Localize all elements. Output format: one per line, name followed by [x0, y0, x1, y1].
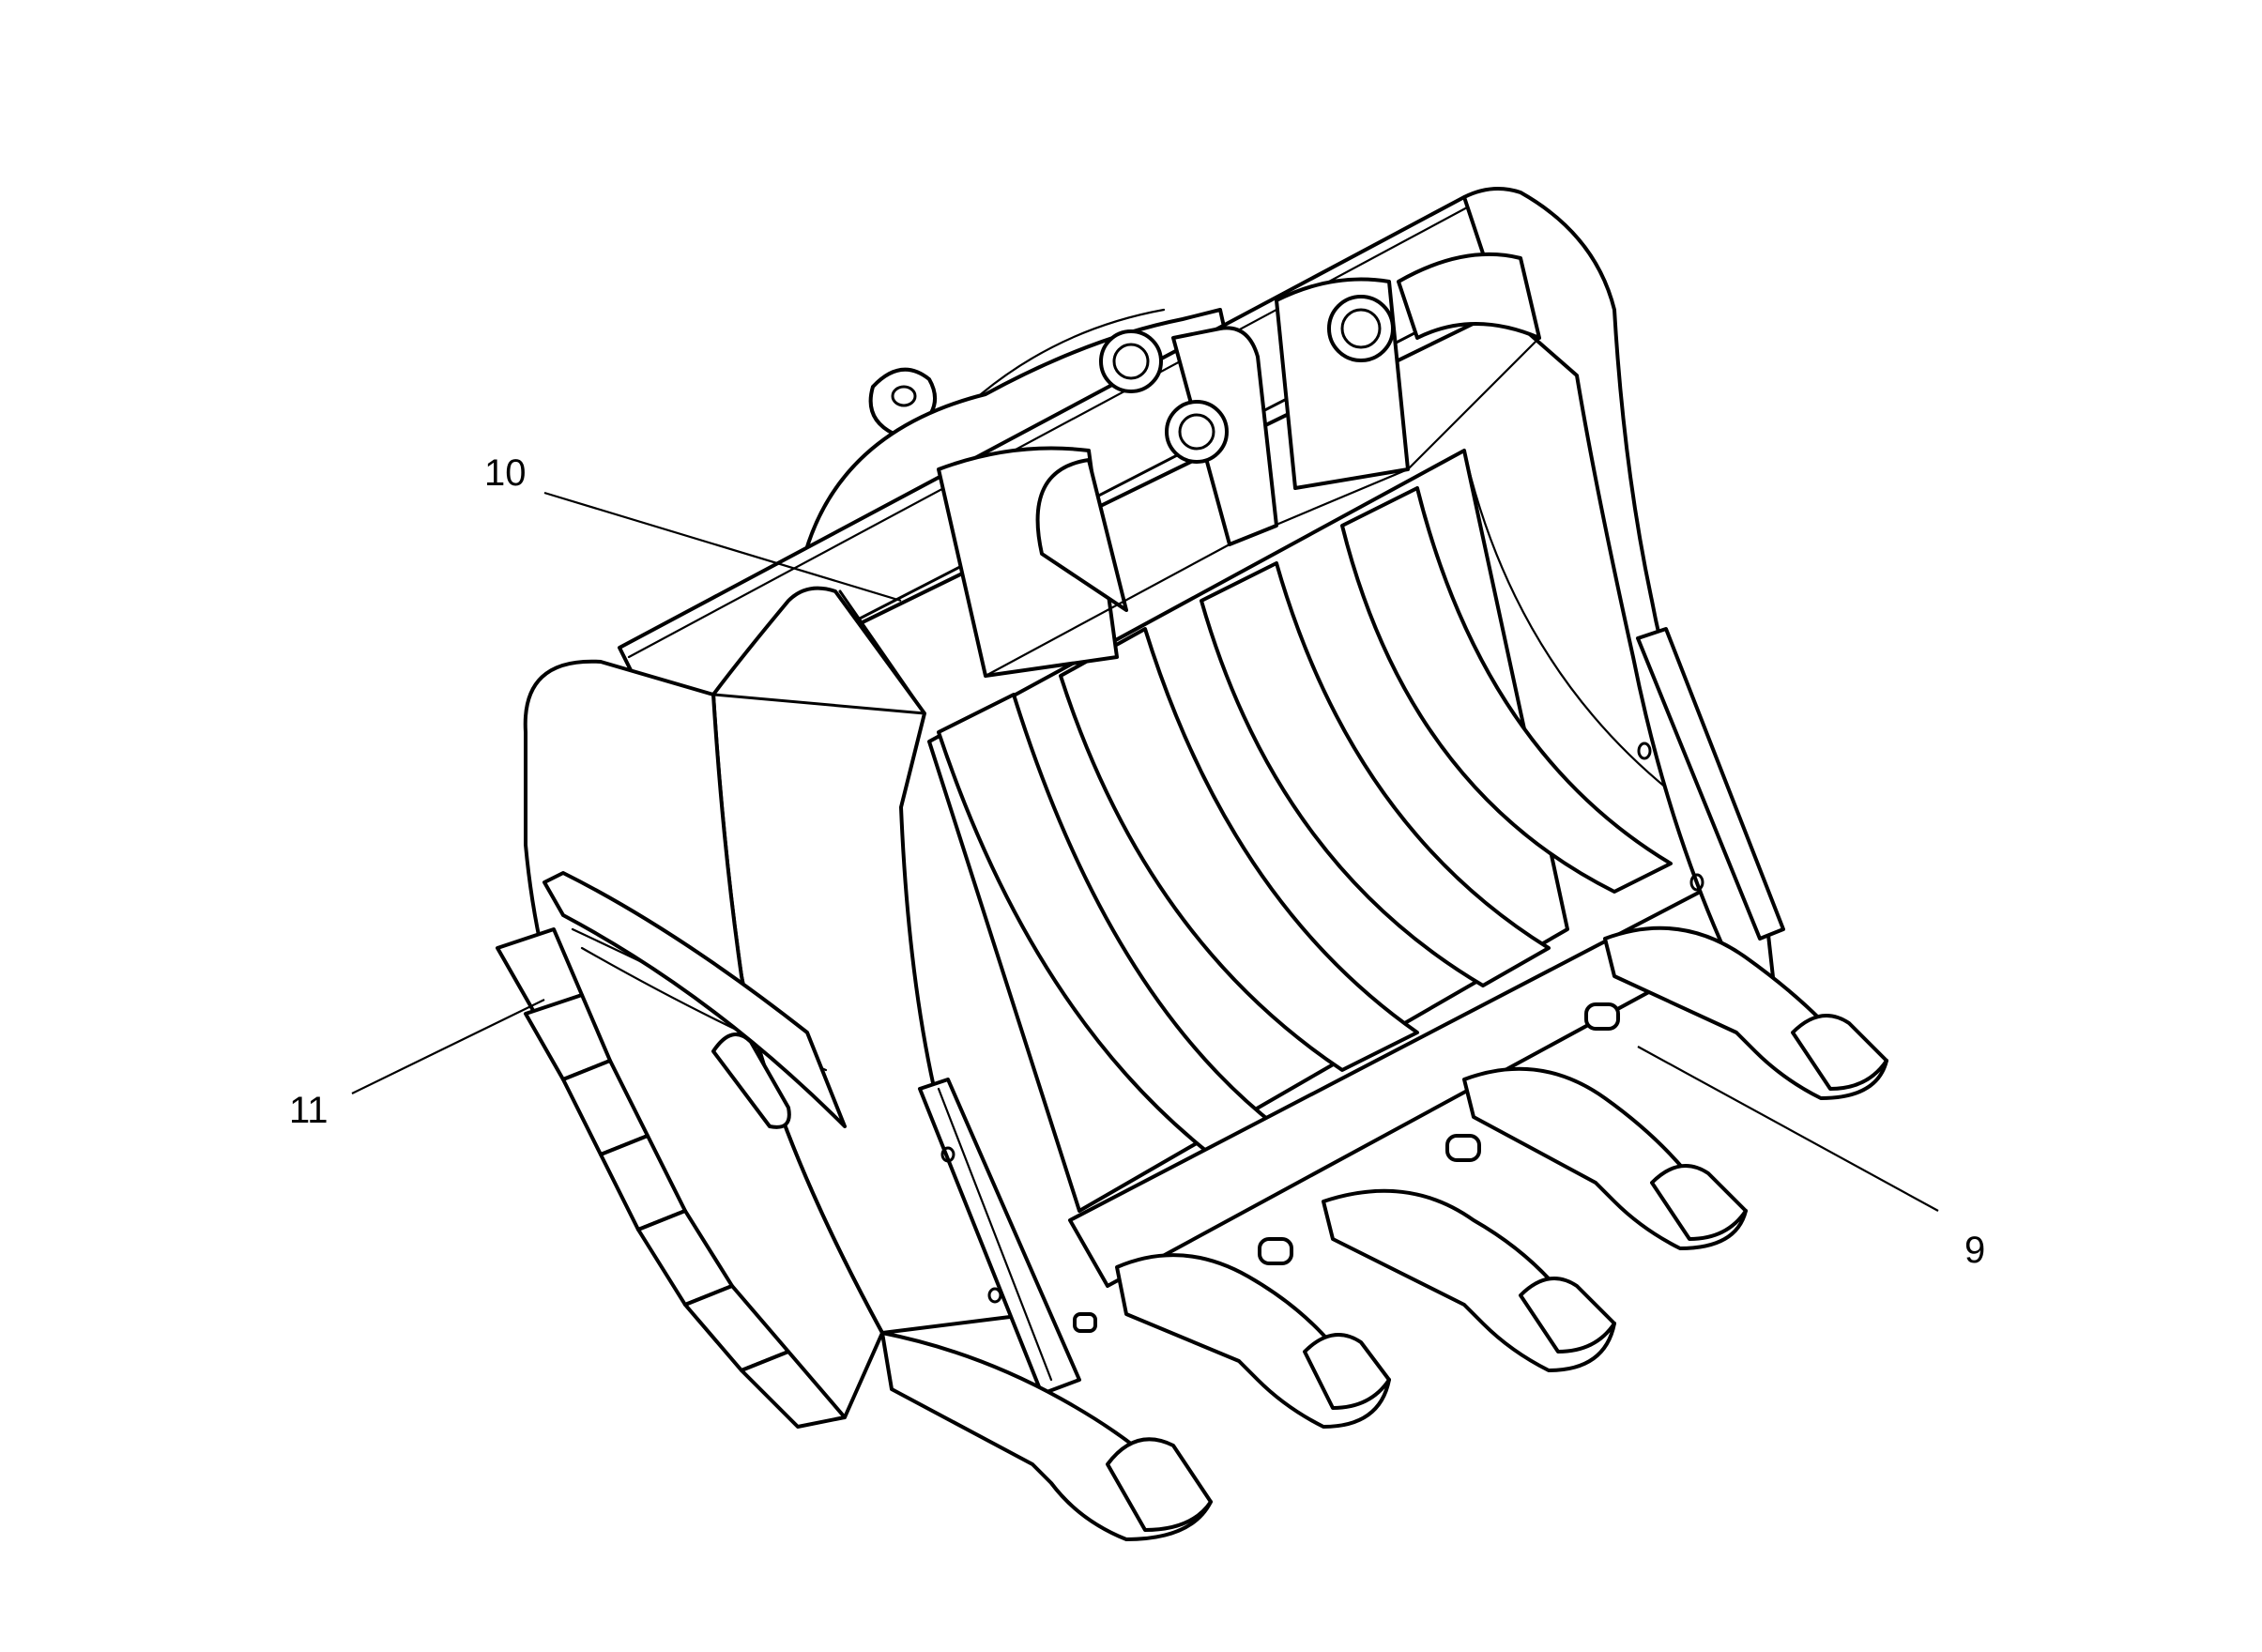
callout-9: 9 [1964, 1230, 1985, 1271]
callout-11-leader [351, 999, 545, 1094]
callout-10: 10 [484, 452, 527, 494]
bucket-teeth [880, 925, 1888, 1541]
callout-9-leader [1637, 1046, 1939, 1212]
callout-11: 11 [289, 1090, 329, 1131]
callout-10-leader [543, 491, 902, 603]
excavator-rock-bucket-drawing [496, 187, 1888, 1541]
